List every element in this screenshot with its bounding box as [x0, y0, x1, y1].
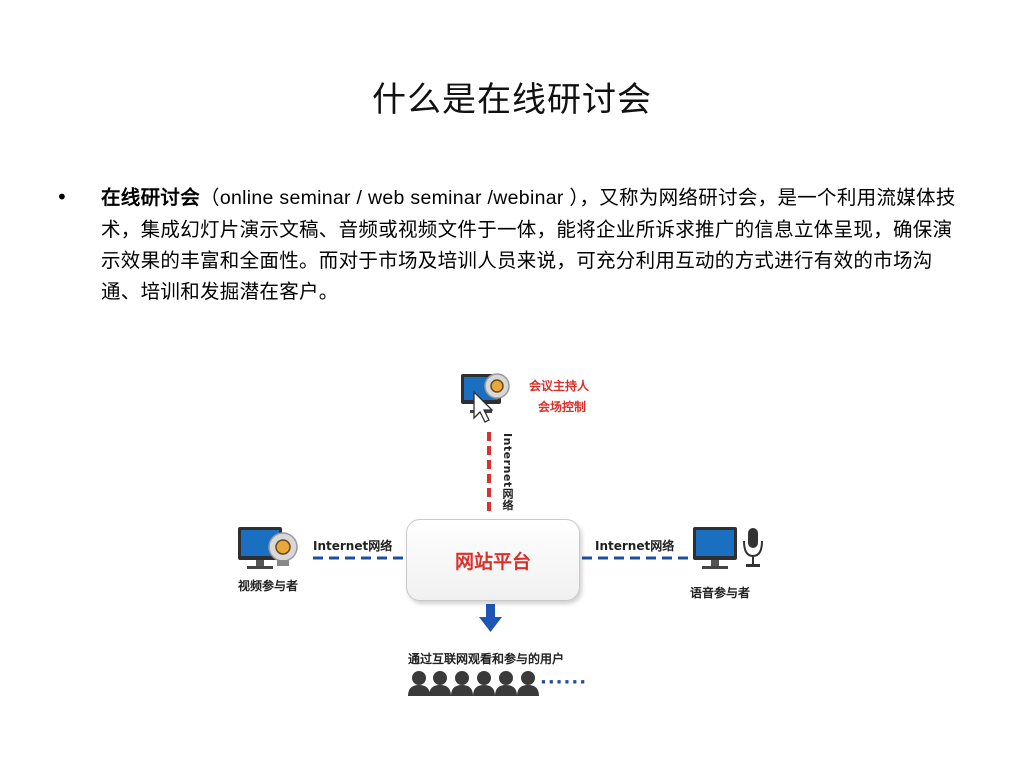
platform-box: [406, 519, 580, 601]
bullet-latin-terms: online seminar / web seminar /webinar: [219, 187, 570, 209]
slide-title: 什么是在线研讨会: [372, 80, 652, 120]
video-webcam-monitor-icon: [238, 527, 298, 569]
left-link-label: Internet网络: [313, 539, 393, 553]
bullet-term: 在线研讨会: [101, 186, 201, 209]
host-label-line1: 会议主持人: [529, 379, 590, 393]
users-label: 通过互联网观看和参与的用户: [408, 652, 565, 666]
more-users-ellipsis: ······: [540, 672, 588, 693]
bullet-text: 在线研讨会（online seminar / web seminar /webi…: [101, 182, 956, 307]
down-arrow-icon: [479, 604, 502, 632]
video-participant-label: 视频参与者: [238, 579, 299, 593]
vertical-link-label: Internet网络: [501, 433, 514, 511]
users-group-icon: [408, 671, 539, 696]
bullet-marker: •: [56, 185, 68, 209]
voice-participant-label: 语音参与者: [690, 586, 751, 600]
right-link-label: Internet网络: [595, 539, 675, 553]
bullet-paren-open: （: [200, 186, 220, 209]
bullet-description: ），又称为网络研讨会，是一个利用流媒体技术，集成幻灯片演示文稿、音频或视频文件于…: [101, 186, 956, 303]
voice-microphone-monitor-icon: [693, 527, 763, 569]
host-label-line2: 会场控制: [538, 400, 587, 414]
platform-label: 网站平台: [454, 551, 531, 573]
host-webcam-monitor-icon: [461, 373, 510, 423]
